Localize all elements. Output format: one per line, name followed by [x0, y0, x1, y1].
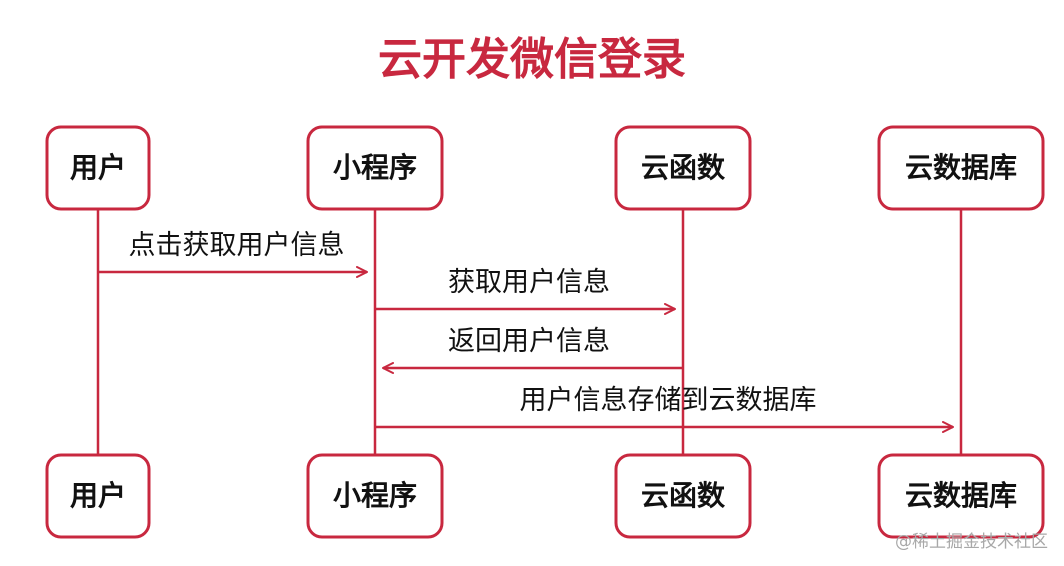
participant-label: 云数据库 [905, 151, 1017, 184]
participant-label: 小程序 [333, 151, 417, 184]
participant-label: 小程序 [333, 479, 417, 512]
participant-box-user-top: 用户 [45, 125, 151, 211]
participant-box-cloud-function-top: 云函数 [614, 125, 752, 211]
message-3: 返回用户信息 [382, 326, 683, 374]
participant-box-cloud-database-top: 云数据库 [877, 125, 1045, 211]
message-1: 点击获取用户信息 [98, 230, 368, 278]
participant-box-frame [306, 453, 444, 539]
message-label: 点击获取用户信息 [129, 230, 345, 261]
participant-box-frame [45, 125, 151, 211]
participant-label: 云函数 [641, 479, 726, 512]
participant-box-frame [877, 453, 1045, 539]
participant-box-frame [614, 453, 752, 539]
participant-box-frame [45, 453, 151, 539]
participant-box-frame [306, 125, 444, 211]
participant-box-cloud-function-bottom: 云函数 [614, 453, 752, 539]
participant-box-miniprogram-top: 小程序 [306, 125, 444, 211]
participant-box-user-bottom: 用户 [45, 453, 151, 539]
participant-label: 用户 [70, 479, 126, 512]
participant-box-cloud-database-bottom: 云数据库 [877, 453, 1045, 539]
message-label: 返回用户信息 [448, 326, 610, 357]
participant-box-frame [614, 125, 752, 211]
participant-box-frame [877, 125, 1045, 211]
participant-box-miniprogram-bottom: 小程序 [306, 453, 444, 539]
participant-label: 云数据库 [905, 479, 1017, 512]
page-title: 云开发微信登录 [378, 34, 686, 85]
participant-label: 云函数 [641, 151, 726, 184]
watermark: @稀土掘金技术社区 [895, 532, 1048, 552]
message-4: 用户信息存储到云数据库 [375, 385, 954, 433]
participant-label: 用户 [70, 151, 126, 184]
message-label: 用户信息存储到云数据库 [520, 385, 817, 416]
message-label: 获取用户信息 [448, 267, 610, 298]
message-2: 获取用户信息 [375, 267, 676, 315]
